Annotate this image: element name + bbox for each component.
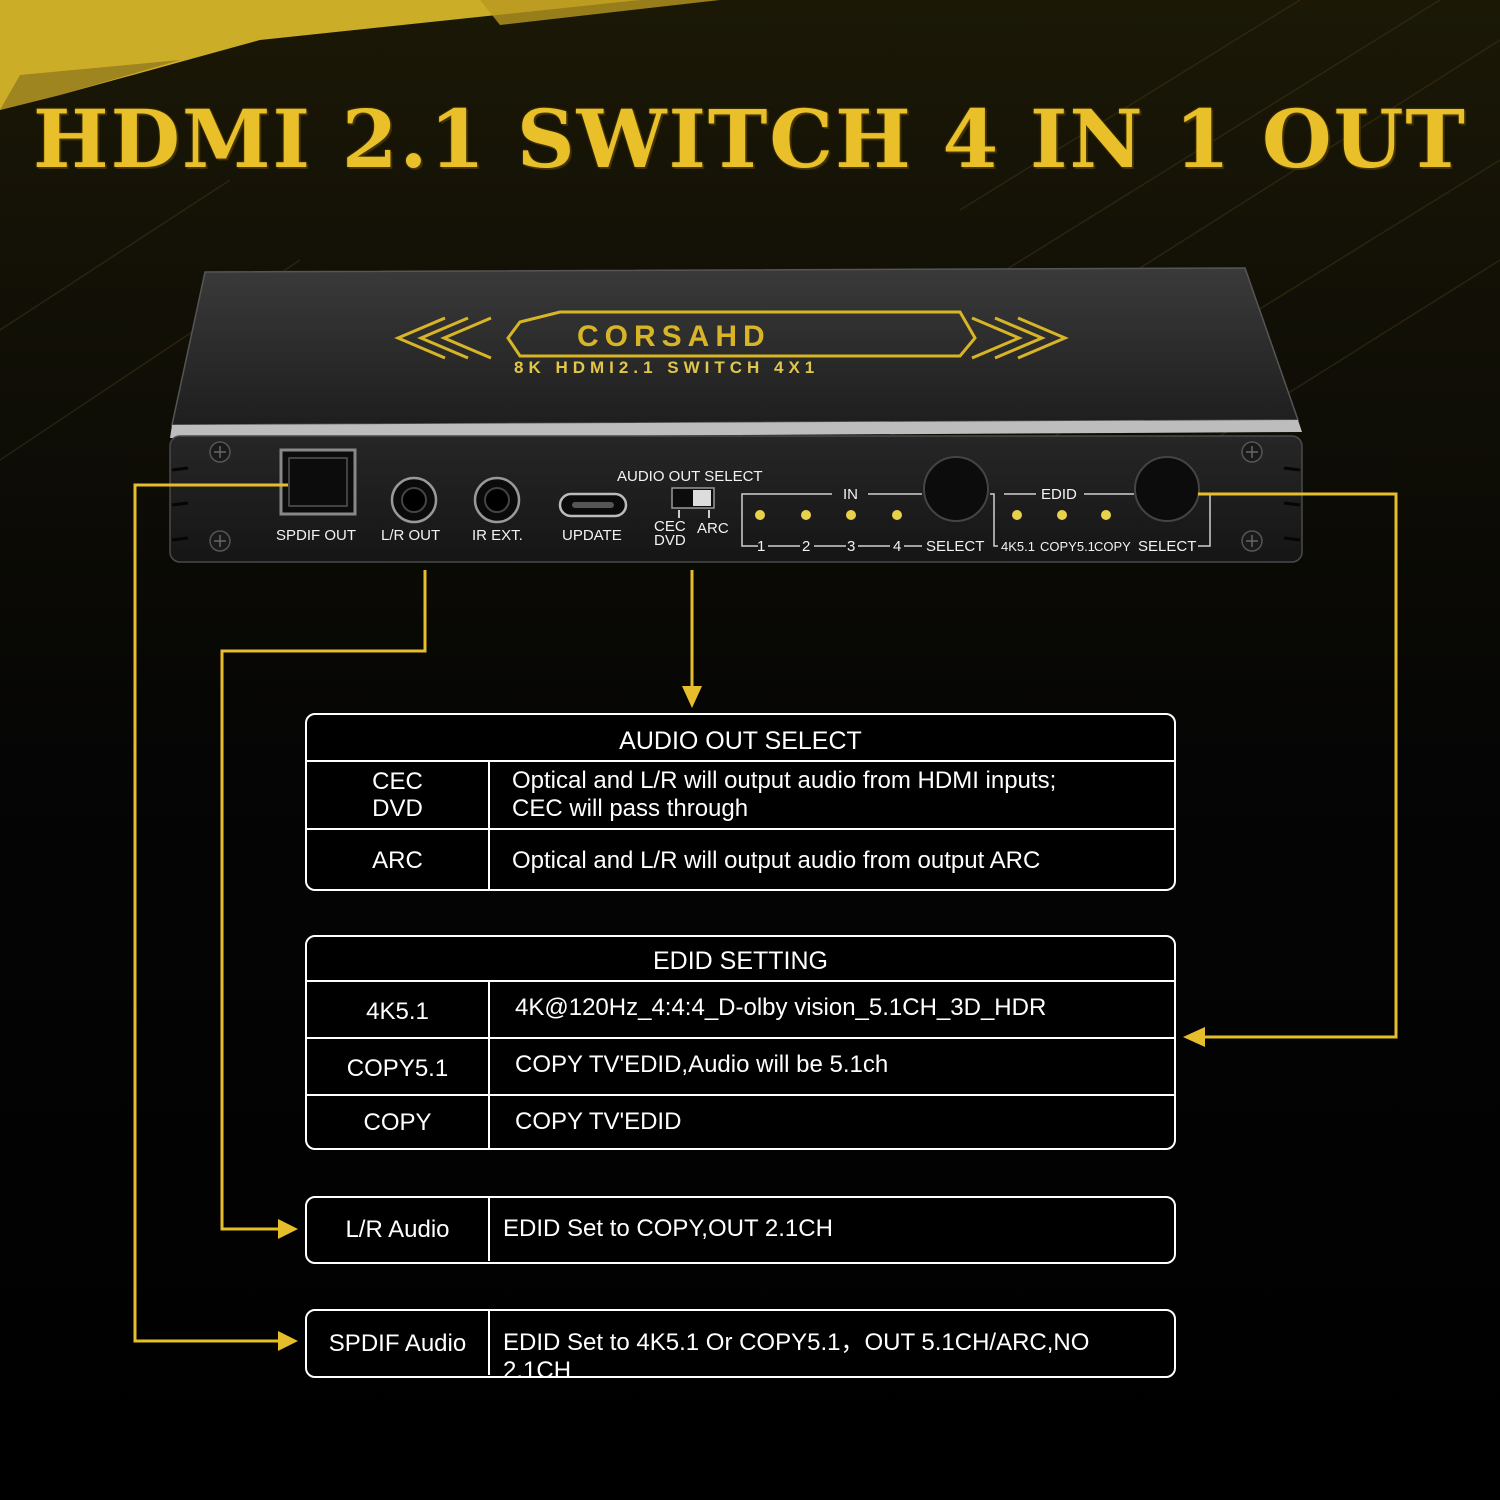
spdif-audio-key: SPDIF Audio bbox=[307, 1311, 490, 1375]
in-number-1: 1 bbox=[757, 538, 766, 555]
edid-row-desc: COPY TV'EDID,Audio will be 5.1ch bbox=[515, 1051, 889, 1078]
edid-label: EDID bbox=[1041, 486, 1077, 503]
update-port-label: UPDATE bbox=[562, 527, 622, 544]
in-select-label: SELECT bbox=[926, 538, 985, 555]
spdif-audio-desc: EDID Set to 4K5.1 Or COPY5.1，OUT 5.1CH/A… bbox=[503, 1329, 1090, 1384]
hdmi-switch-device bbox=[169, 267, 1303, 563]
edid-option-copy: COPY bbox=[1094, 539, 1131, 554]
table-row: COPY COPY TV'EDID bbox=[307, 1094, 1174, 1150]
table-row: 4K5.1 4K@120Hz_4:4:4_D-olby vision_5.1CH… bbox=[307, 980, 1174, 1037]
edid-row-key: COPY bbox=[307, 1096, 490, 1149]
in-number-2: 2 bbox=[802, 538, 811, 555]
in-number-4: 4 bbox=[893, 538, 902, 555]
edid-row-desc: COPY TV'EDID bbox=[515, 1108, 682, 1135]
edid-select-label: SELECT bbox=[1138, 538, 1197, 555]
spdif-port-label: SPDIF OUT bbox=[276, 527, 357, 544]
edid-option-4k51: 4K5.1 bbox=[1001, 539, 1035, 554]
edid-row-key: COPY5.1 bbox=[307, 1039, 490, 1094]
model-name: 8K HDMI2.1 SWITCH 4X1 bbox=[514, 358, 820, 377]
audio-table-header: AUDIO OUT SELECT bbox=[619, 727, 862, 755]
audio-out-select-table: AUDIO OUT SELECT CEC DVD Optical and L/R… bbox=[305, 713, 1176, 891]
edid-option-copy51: COPY5.1 bbox=[1040, 539, 1095, 554]
audio-row-key: ARC bbox=[307, 830, 490, 890]
ir-port-label: IR EXT. bbox=[472, 527, 523, 544]
lr-audio-table: L/R Audio EDID Set to COPY,OUT 2.1CH bbox=[305, 1196, 1176, 1264]
edid-row-key: 4K5.1 bbox=[307, 982, 490, 1037]
audio-out-select-label: AUDIO OUT SELECT bbox=[617, 468, 763, 485]
brand-logo: CORSAHD bbox=[577, 320, 771, 353]
page-title: HDMI 2.1 SWITCH 4 IN 1 OUT bbox=[33, 92, 1467, 186]
audio-row-desc: Optical and L/R will output audio from o… bbox=[512, 847, 1041, 874]
in-label: IN bbox=[843, 486, 858, 503]
audio-row-key: CEC DVD bbox=[307, 762, 490, 828]
edid-row-desc: 4K@120Hz_4:4:4_D-olby vision_5.1CH_3D_HD… bbox=[515, 994, 1047, 1021]
audio-row-desc: Optical and L/R will output audio from H… bbox=[512, 767, 1057, 822]
lr-port-label: L/R OUT bbox=[381, 527, 441, 544]
edid-table-header: EDID SETTING bbox=[652, 947, 828, 975]
table-row: COPY5.1 COPY TV'EDID,Audio will be 5.1ch bbox=[307, 1037, 1174, 1094]
lr-audio-desc: EDID Set to COPY,OUT 2.1CH bbox=[503, 1215, 833, 1242]
edid-setting-table: EDID SETTING 4K5.1 4K@120Hz_4:4:4_D-olby… bbox=[305, 935, 1176, 1150]
switch-arc-label: ARC bbox=[697, 520, 729, 537]
lr-audio-key: L/R Audio bbox=[307, 1198, 490, 1261]
table-row: ARC Optical and L/R will output audio fr… bbox=[307, 828, 1174, 890]
table-row: CEC DVD Optical and L/R will output audi… bbox=[307, 760, 1174, 828]
in-number-3: 3 bbox=[847, 538, 856, 555]
spdif-audio-table: SPDIF Audio EDID Set to 4K5.1 Or COPY5.1… bbox=[305, 1309, 1176, 1384]
